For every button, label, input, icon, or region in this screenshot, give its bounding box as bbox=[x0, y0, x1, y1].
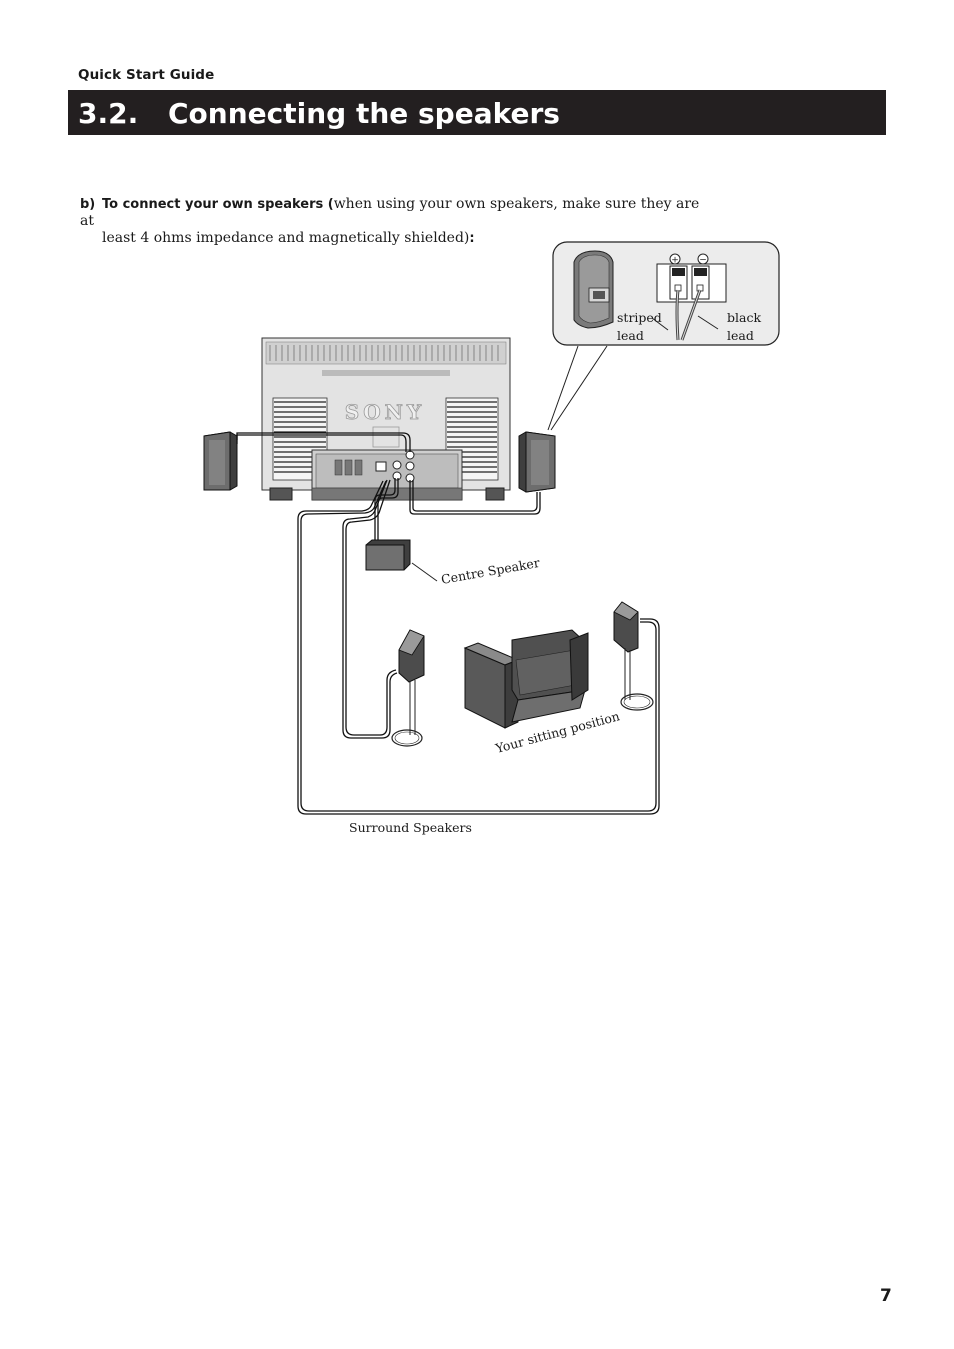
centre-speaker bbox=[365, 539, 411, 571]
inset-speaker-back bbox=[573, 250, 614, 329]
tv-rear: SONY bbox=[261, 337, 511, 501]
instruction-text-line2: least 4 ohms impedance and magnetically … bbox=[102, 230, 470, 246]
step-label: b) bbox=[80, 197, 96, 212]
striped-lead-label-2: lead bbox=[617, 328, 644, 343]
speaker-cables bbox=[236, 432, 660, 815]
striped-lead-label-1: striped bbox=[617, 310, 662, 325]
instruction-text-line1: when using your own speakers, make sure … bbox=[80, 196, 700, 229]
right-surround-speaker bbox=[613, 601, 654, 711]
tv-brand-logo: SONY bbox=[345, 400, 425, 424]
running-header: Quick Start Guide bbox=[78, 67, 215, 83]
terminal-inset: + − striped lead black lead bbox=[552, 241, 780, 346]
instruction-paragraph: b) To connect your own speakers (when usi… bbox=[80, 196, 700, 247]
front-left-speaker bbox=[203, 431, 238, 491]
section-title: Connecting the speakers bbox=[168, 97, 560, 130]
left-surround-speaker bbox=[391, 629, 425, 747]
page-number: 7 bbox=[880, 1286, 892, 1306]
terminal-plate: + − bbox=[656, 253, 727, 341]
instruction-closing: : bbox=[469, 231, 475, 246]
front-right-speaker bbox=[518, 431, 556, 493]
section-title-bar: 3.2. Connecting the speakers bbox=[68, 90, 886, 135]
section-number: 3.2. bbox=[78, 97, 139, 130]
surround-speakers-label: Surround Speakers bbox=[349, 820, 472, 835]
instruction-lead: To connect your own speakers ( bbox=[102, 197, 334, 212]
minus-terminal-symbol: − bbox=[699, 256, 707, 266]
black-lead-label-2: lead bbox=[727, 328, 754, 343]
armchair bbox=[463, 629, 589, 729]
centre-speaker-label: Centre Speaker bbox=[440, 555, 541, 587]
plus-terminal-symbol: + bbox=[671, 256, 679, 266]
black-lead-label-1: black bbox=[727, 310, 761, 325]
